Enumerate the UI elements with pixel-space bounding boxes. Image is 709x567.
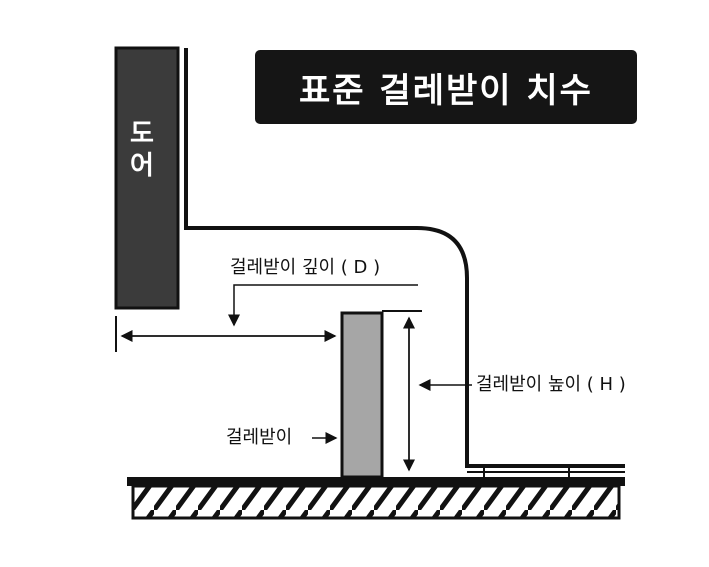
diagram-title: 표준 걸레받이 치수 <box>299 70 593 111</box>
wall-outline <box>184 48 625 468</box>
depth-label: 걸레받이 깊이 ( D ) <box>230 257 381 278</box>
depth-leader <box>228 284 418 327</box>
baseboard-label: 걸레받이 <box>226 427 293 448</box>
baseboard-block <box>340 311 384 479</box>
title-banner: 표준 걸레받이 치수 <box>255 50 637 124</box>
floor-hatch <box>131 484 621 520</box>
floor-surface <box>127 477 625 486</box>
door-panel <box>114 46 180 310</box>
height-label: 걸레받이 높이 ( H ) <box>476 374 626 395</box>
door-label: 도어 <box>130 119 154 181</box>
